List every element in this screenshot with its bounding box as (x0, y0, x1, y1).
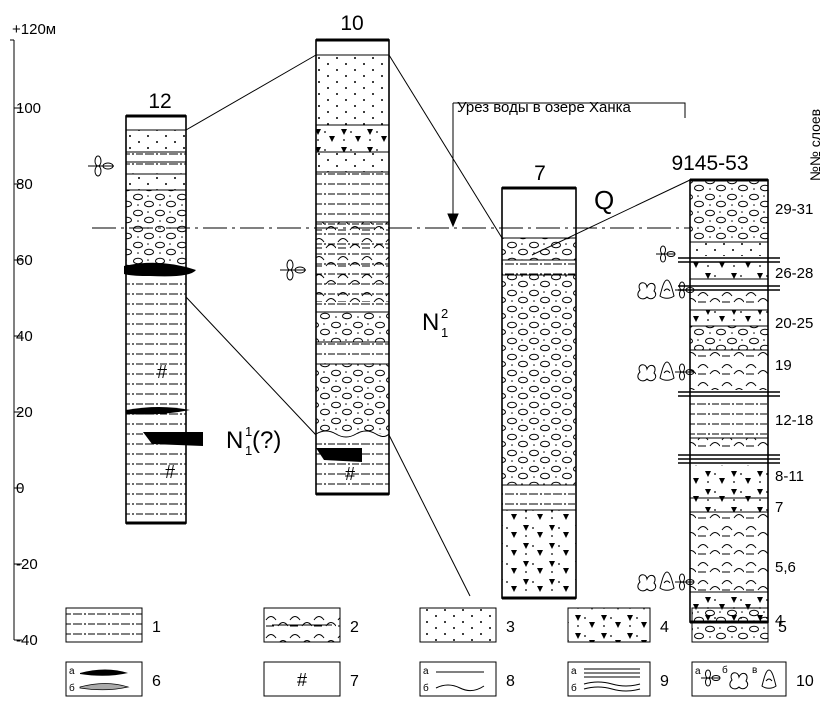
legend-hash-symbol: # (297, 670, 307, 690)
scale-top-label: +120м (12, 21, 56, 38)
scale-tick-label: 0 (16, 480, 24, 497)
legend-number: 5 (778, 619, 787, 636)
legend-number: 9 (660, 673, 669, 690)
hash-marker: # (345, 464, 355, 484)
layer-number: 12-18 (775, 412, 813, 429)
legend-number: 7 (350, 673, 359, 690)
leaf-fossil-icon (280, 260, 306, 280)
legend-sub-a: а (571, 666, 577, 677)
legend-sub-a: а (423, 666, 429, 677)
spore-fossil-icon (638, 283, 656, 299)
layers-header: №№ слоев (807, 109, 823, 181)
neogene-lower-label: N 1 1 (?) (226, 424, 281, 458)
legend-number: 1 (152, 619, 161, 636)
layer-number: 29-31 (775, 201, 813, 218)
leaf-fossil-icon (88, 156, 114, 176)
column-10: # (280, 40, 389, 494)
legend-item-3: 3 (420, 608, 515, 642)
neogene-main-label: N 2 1 (422, 306, 448, 340)
layer-number: 19 (775, 357, 792, 374)
spore-fossil-icon (638, 365, 656, 381)
column-12: # # (88, 116, 203, 523)
scale-tick-label: 100 (16, 100, 41, 117)
quaternary-label: Q (594, 185, 614, 215)
scale-tick-label: 60 (16, 252, 33, 269)
legend-item-6: 6 аб (66, 662, 161, 696)
legend-sub-a: а (69, 666, 75, 677)
legend-sub-b: б (423, 682, 429, 694)
column-7 (502, 188, 576, 598)
scale-tick-label: -20 (16, 556, 38, 573)
legend-item-1: 1 (66, 608, 161, 642)
layer-number: 7 (775, 499, 783, 516)
scale-tick-label: 80 (16, 176, 33, 193)
legend-item-9: 9 аб (568, 662, 669, 696)
spore-fossil-icon (638, 575, 656, 591)
hash-marker: # (165, 462, 175, 482)
legend-sub-c: в (752, 665, 757, 676)
svg-text:2: 2 (441, 306, 448, 321)
legend-sub-b: б (571, 682, 577, 694)
svg-text:N: N (226, 427, 243, 454)
legend-item-5: 5 (692, 608, 787, 642)
column-label-9145-53: 9145-53 (671, 152, 748, 175)
legend-sub-b: б (722, 664, 728, 676)
legend-item-7: 7# (264, 662, 359, 696)
column-label-7: 7 (534, 162, 546, 185)
legend-sub-b: б (69, 682, 75, 694)
scale-tick-label: 40 (16, 328, 33, 345)
layer-number: 5,6 (775, 559, 796, 576)
pollen-fossil-icon (660, 572, 674, 590)
legend-item-8: 8 аб (420, 662, 515, 696)
legend-sub-a: а (695, 666, 701, 677)
legend-number: 8 (506, 673, 515, 690)
svg-text:N: N (422, 309, 439, 336)
column-label-12: 12 (148, 90, 171, 113)
legend-number: 10 (796, 673, 814, 690)
legend-number: 2 (350, 619, 359, 636)
legend-item-10: 10 а б в (692, 662, 814, 696)
leaf-fossil-icon (656, 246, 675, 262)
column-label-10: 10 (340, 12, 363, 35)
svg-text:1: 1 (441, 325, 448, 340)
scale-tick-label: -40 (16, 632, 38, 649)
column-9145-53 (678, 180, 780, 622)
scale-tick-label: 20 (16, 404, 33, 421)
svg-text:(?): (?) (252, 427, 281, 454)
pollen-fossil-icon (660, 362, 674, 380)
legend-number: 6 (152, 673, 161, 690)
layer-number: 20-25 (775, 315, 813, 332)
hash-marker: # (157, 362, 167, 382)
legend-number: 4 (660, 619, 669, 636)
depth-scale: +120м 100 80 60 40 20 0 -20 -40 (10, 21, 56, 649)
layer-number: 8-11 (775, 468, 804, 485)
layer-number: 26-28 (775, 265, 813, 282)
legend-item-4: 4 (568, 608, 669, 642)
legend-item-2: 2 (264, 608, 359, 642)
pollen-fossil-icon (660, 280, 674, 298)
legend-number: 3 (506, 619, 515, 636)
water-level-label: Урез воды в озере Ханка (457, 99, 632, 116)
